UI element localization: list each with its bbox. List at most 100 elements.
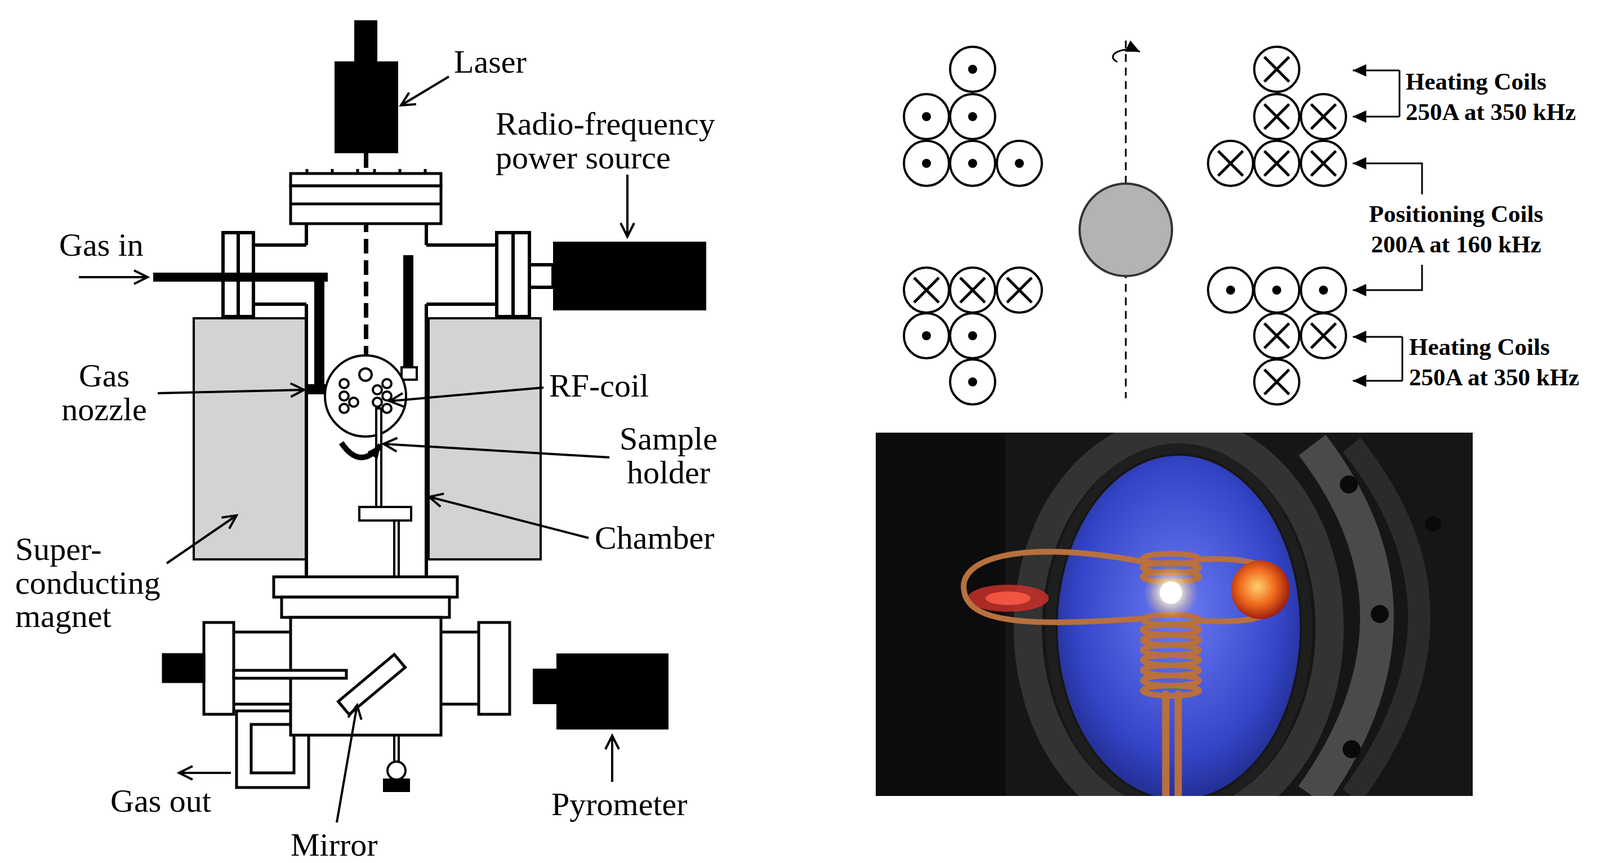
- leader-line: [78, 275, 148, 279]
- leader-line: [611, 735, 614, 782]
- rf-coil: [339, 403, 349, 413]
- superconducting-magnet: [428, 318, 541, 560]
- current-cross: [1311, 104, 1336, 129]
- gas-inlet: [314, 272, 325, 395]
- chamber: [424, 223, 429, 245]
- superconducting-magnet: [193, 318, 541, 560]
- coil-turn: [1300, 313, 1347, 359]
- coil-turn: [950, 313, 996, 359]
- coil-cross-section: [903, 46, 1347, 405]
- coil-turn: [950, 94, 996, 140]
- part-label: Radio-frequency power source: [495, 107, 738, 175]
- gas-inlet: [153, 272, 328, 282]
- coil-turn: [1254, 313, 1300, 359]
- current-cross: [914, 277, 939, 303]
- coil-turn: [1254, 94, 1300, 140]
- superconducting-magnet: [193, 318, 307, 560]
- part-label: Laser: [453, 45, 578, 79]
- current-in-symbol: [1254, 140, 1300, 186]
- lower-chamber: [440, 630, 479, 634]
- chamber: [424, 304, 429, 577]
- sample-holder: [376, 408, 382, 507]
- current-cross: [1264, 56, 1290, 82]
- photo: [1174, 693, 1183, 796]
- current-in-symbol: [1254, 359, 1300, 405]
- coil-bracket: [1352, 336, 1403, 338]
- current-dot: [1014, 158, 1024, 168]
- current-in-symbol: [1300, 313, 1347, 359]
- coil-bracket: [1352, 264, 1423, 291]
- part-label: Chamber: [594, 520, 747, 555]
- coil-turn: [903, 94, 949, 140]
- current-in-symbol: [903, 267, 949, 313]
- laser: [334, 20, 399, 154]
- current-out-symbol: [950, 313, 996, 359]
- current-dot: [1272, 285, 1282, 295]
- coil-turn: [903, 140, 949, 186]
- coil-turn: [950, 359, 996, 405]
- laser: [354, 20, 378, 63]
- lower-chamber: [478, 622, 510, 715]
- part-label: Gas nozzle: [53, 358, 155, 426]
- top-flange: [290, 202, 441, 206]
- chamber: [513, 232, 530, 317]
- current-cross: [1264, 369, 1290, 395]
- bottom-flange: [273, 576, 458, 618]
- current-dot: [968, 64, 978, 74]
- rf-coil: [339, 391, 349, 401]
- coil-bracket: [1352, 69, 1400, 72]
- part-label: Mirror: [290, 827, 415, 862]
- coil-turn: [950, 140, 996, 186]
- current-cross: [1311, 323, 1336, 349]
- current-cross: [1218, 150, 1243, 176]
- current-dot: [968, 377, 978, 387]
- coil-turn: [1254, 359, 1300, 405]
- photo: [1370, 604, 1389, 623]
- coil-turn: [1208, 267, 1254, 313]
- lower-chamber: [440, 702, 479, 706]
- part-label: Super- conducting magnet: [15, 532, 173, 634]
- current-in-symbol: [1300, 94, 1347, 140]
- coil-bracket: [1352, 163, 1423, 195]
- current-cross: [1264, 323, 1290, 349]
- coil-turn: [996, 267, 1042, 313]
- photo: [875, 432, 1473, 796]
- lower-chamber: [163, 654, 204, 682]
- rf-coil: [382, 403, 392, 413]
- current-in-symbol: [996, 267, 1042, 313]
- bottom-flange: [273, 576, 458, 597]
- current-out-symbol: [950, 359, 996, 405]
- lower-chamber: [233, 670, 347, 679]
- current-out-symbol: [903, 140, 949, 186]
- rf-coil: [324, 355, 407, 437]
- chamber: [529, 264, 554, 288]
- current-out-symbol: [996, 140, 1042, 186]
- current-in-symbol: [1300, 140, 1347, 186]
- bottom-flange: [281, 596, 450, 618]
- rf-lead: [403, 255, 414, 368]
- top-flange: [331, 168, 334, 174]
- rf-coil: [359, 368, 372, 381]
- top-flange: [290, 185, 441, 224]
- rf-coil: [339, 379, 349, 389]
- coil-turn: [1254, 140, 1300, 186]
- photo: [963, 551, 1143, 623]
- current-cross: [960, 277, 986, 303]
- leader-line: [626, 174, 629, 237]
- laser: [334, 61, 399, 154]
- chamber: [426, 243, 497, 247]
- leader-line: [429, 496, 589, 538]
- gas-outlet: [251, 724, 294, 773]
- photo: [1143, 565, 1198, 620]
- current-dot: [968, 112, 978, 122]
- current-in-symbol: [1208, 140, 1254, 186]
- lower-chamber: [233, 630, 291, 634]
- gas-outlet: [236, 710, 309, 788]
- sample-holder: [359, 506, 412, 521]
- photo: [1162, 693, 1170, 796]
- photo: [967, 584, 1049, 612]
- current-cross: [1264, 323, 1290, 349]
- gas-inlet: [153, 272, 338, 395]
